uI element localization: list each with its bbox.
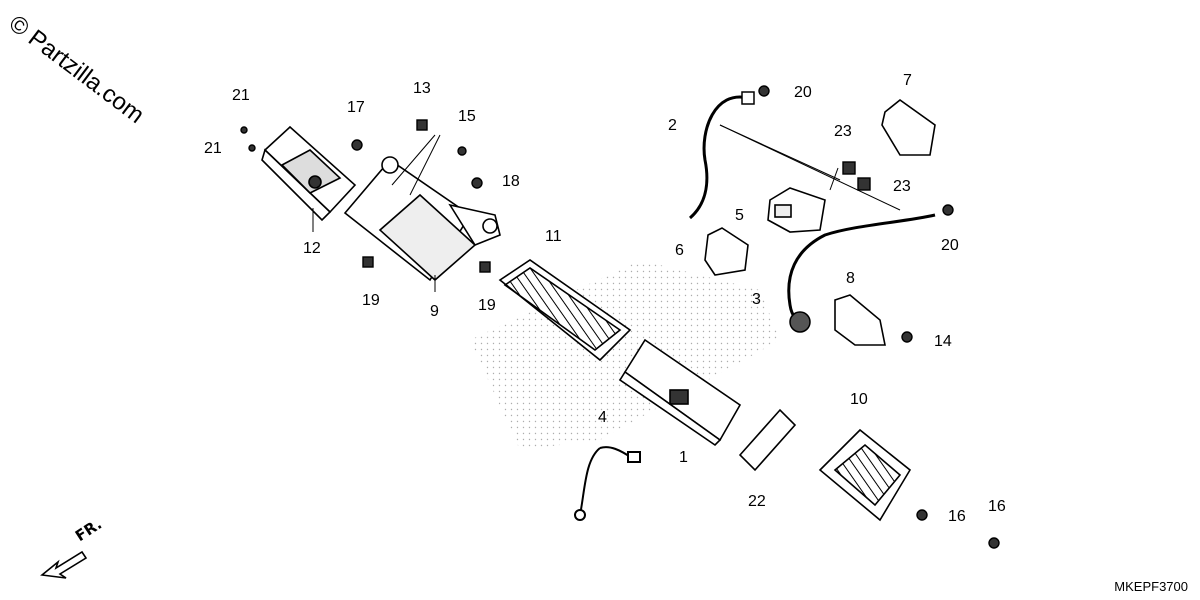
label-6: 6 bbox=[675, 242, 684, 259]
label-8: 8 bbox=[846, 270, 855, 287]
label-19a: 19 bbox=[362, 292, 380, 309]
label-23b: 23 bbox=[893, 178, 911, 195]
label-14: 14 bbox=[934, 333, 952, 350]
label-21a: 21 bbox=[232, 87, 250, 104]
label-15: 15 bbox=[458, 108, 476, 125]
part-11-box[interactable] bbox=[498, 259, 632, 362]
label-9: 9 bbox=[430, 303, 439, 320]
part-2-wire[interactable] bbox=[688, 91, 755, 220]
label-17: 17 bbox=[347, 99, 365, 116]
part-9-bracket[interactable] bbox=[343, 156, 501, 282]
leader-lines bbox=[312, 124, 901, 292]
label-20b: 20 bbox=[941, 237, 959, 254]
part-6-holder[interactable] bbox=[704, 227, 749, 276]
label-21b: 21 bbox=[204, 140, 222, 157]
label-3: 3 bbox=[752, 291, 761, 308]
label-2: 2 bbox=[668, 117, 677, 134]
part-12-cover[interactable] bbox=[261, 125, 357, 222]
label-20a: 20 bbox=[794, 84, 812, 101]
part-7-cover[interactable] bbox=[881, 98, 936, 156]
fasteners[interactable] bbox=[240, 85, 1000, 549]
label-19b: 19 bbox=[478, 297, 496, 314]
part-3-wire[interactable] bbox=[787, 213, 936, 333]
label-1: 1 bbox=[679, 449, 688, 466]
label-13: 13 bbox=[413, 80, 431, 97]
label-12: 12 bbox=[303, 240, 321, 257]
label-10: 10 bbox=[850, 391, 868, 408]
part-5-relay[interactable] bbox=[767, 187, 826, 233]
label-16a: 16 bbox=[948, 508, 966, 525]
label-4: 4 bbox=[598, 409, 607, 426]
part-10-regulator[interactable] bbox=[818, 428, 912, 522]
label-16b: 16 bbox=[988, 498, 1006, 515]
label-22: 22 bbox=[748, 493, 766, 510]
label-7: 7 bbox=[903, 72, 912, 89]
diagram-code: MKEPF3700 bbox=[1114, 579, 1188, 594]
label-18: 18 bbox=[502, 173, 520, 190]
part-8-bracket[interactable] bbox=[834, 294, 886, 346]
part-22-strip[interactable] bbox=[738, 408, 797, 472]
label-11: 11 bbox=[545, 228, 562, 245]
label-23a: 23 bbox=[834, 123, 852, 140]
front-arrow bbox=[40, 550, 88, 579]
part-4-wire[interactable] bbox=[574, 446, 641, 521]
part-1-case[interactable] bbox=[618, 338, 742, 447]
label-5: 5 bbox=[735, 207, 744, 224]
